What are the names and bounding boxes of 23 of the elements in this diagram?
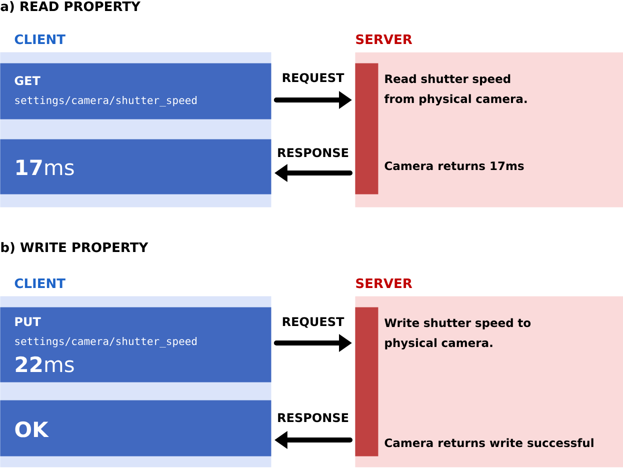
- value-text: 17ms: [16, 160, 74, 176]
- section-heading: b) WRITE PROPERTY: [1, 242, 148, 254]
- status-text: OK: [15, 421, 49, 438]
- server-note: Read shutter speed from physical camera.: [384, 74, 527, 106]
- server-note: Camera returns 17ms: [384, 161, 524, 170]
- edge-label: REQUEST: [282, 73, 344, 84]
- server-note: Camera returns write successful: [384, 438, 594, 448]
- path-text: settings/camera/shutter_speed: [15, 96, 197, 106]
- panel-heading: SERVER: [356, 34, 412, 44]
- edge-label: RESPONSE: [278, 148, 348, 158]
- panel-heading: SERVER: [356, 278, 412, 288]
- server-note: Write shutter speed to physical camera.: [384, 318, 531, 350]
- panel-heading: CLIENT: [14, 278, 66, 288]
- edge-label: RESPONSE: [278, 413, 348, 422]
- section-heading: a) READ PROPERTY: [0, 1, 141, 13]
- server-bar: [355, 63, 378, 194]
- panel-heading: CLIENT: [14, 34, 66, 44]
- edge-label: REQUEST: [282, 317, 344, 328]
- method-text: GET: [14, 76, 40, 86]
- value-text: 22ms: [16, 356, 74, 372]
- path-text: settings/camera/shutter_speed: [15, 337, 197, 348]
- method-text: PUT: [15, 317, 41, 326]
- server-bar: [355, 307, 378, 456]
